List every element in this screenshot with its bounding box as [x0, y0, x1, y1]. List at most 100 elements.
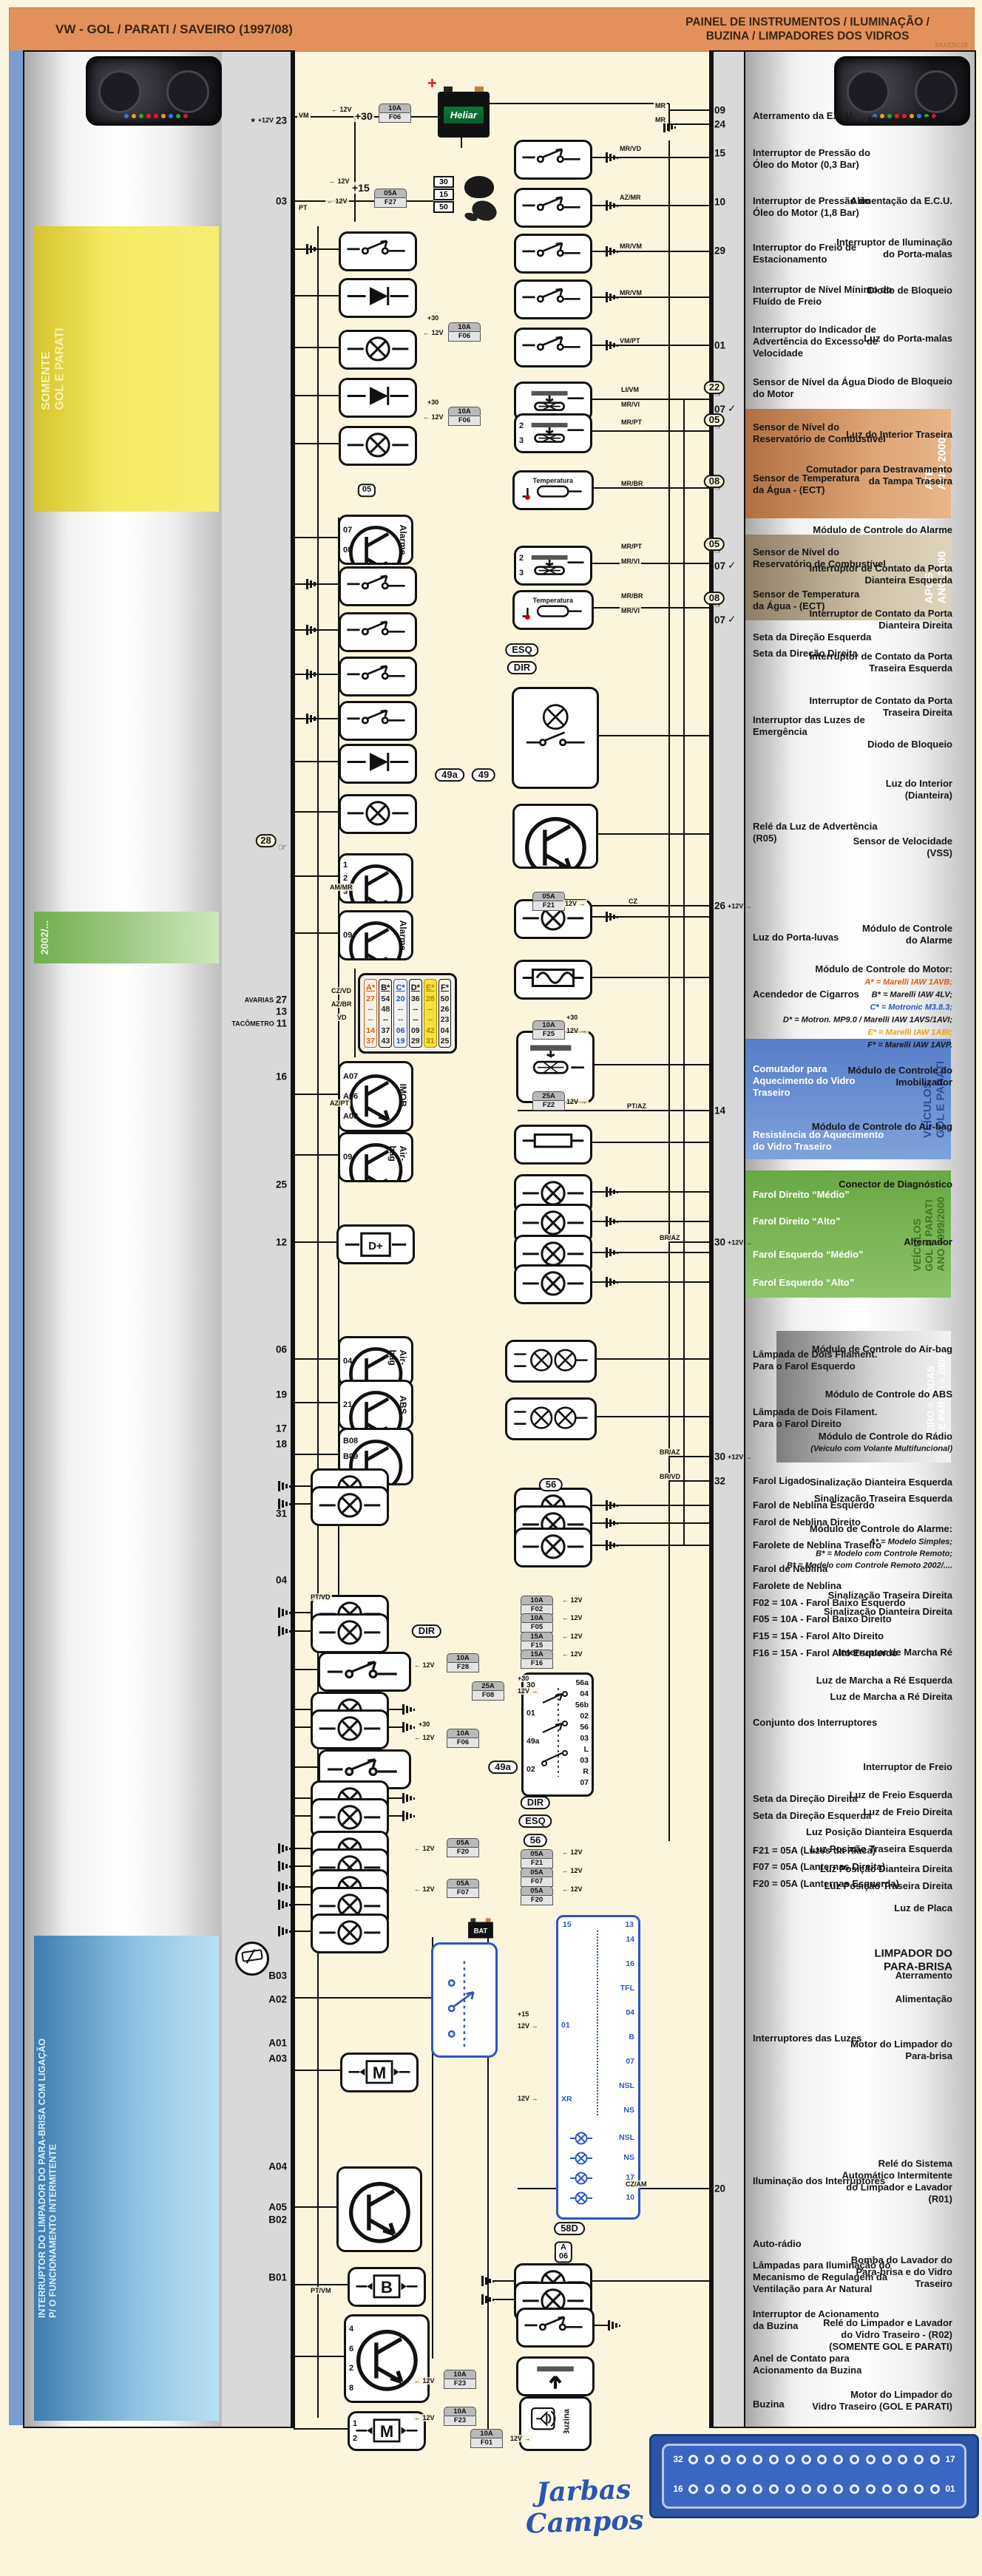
- instrument-cluster-image-right: [834, 56, 970, 126]
- ecu-column-header: E*: [425, 983, 435, 992]
- ground-icon: [606, 152, 618, 163]
- connector-pin-hole: [801, 2484, 811, 2494]
- blue-switch-dash: [597, 1931, 598, 2115]
- wire-code-label: 12V →: [565, 1098, 589, 1105]
- terminal-oval: DIR: [507, 661, 538, 674]
- ecu-pin-cell: --: [413, 1015, 419, 1025]
- wire-code-label: MR/VM: [618, 243, 643, 250]
- right-label-row: Luz do Porta-luvas: [753, 932, 839, 943]
- wire-code-label: PT/VM: [309, 2287, 333, 2294]
- component-lamp: [514, 1264, 592, 1304]
- connector-pin-hole: [929, 2454, 940, 2464]
- ground-icon: [306, 244, 319, 254]
- wire-code-label: +30: [516, 1675, 531, 1682]
- left-label-row: Sinalização Dianteira Direita: [823, 1606, 952, 1618]
- connector-pin-hole: [736, 2454, 747, 2464]
- diode-symbol-icon: [345, 284, 410, 312]
- ecu-column-header: A*: [366, 983, 376, 992]
- module-label: IMOB.: [398, 1083, 408, 1110]
- ground-icon: [606, 200, 618, 211]
- hazard-symbol-icon: [519, 699, 592, 777]
- component-defsw: [516, 1031, 595, 1103]
- right-label-row: Lâmpada de Dois Filament. Para o Farol E…: [753, 1349, 878, 1372]
- light-switch-pin: 30: [526, 1681, 535, 1689]
- left-label-row: Interruptor de Contato da Porta Traseira…: [809, 651, 952, 674]
- blue-switch-pin: 07: [626, 2057, 634, 2066]
- ground-icon: [606, 1500, 618, 1511]
- component-switch: [339, 701, 417, 741]
- right-label-row: F16 = 15A - Farol Alto Esquerdo: [753, 1647, 898, 1659]
- right-label-row: Interruptor de Pressão do Óleo do Motor …: [753, 195, 870, 218]
- pin-number: 31: [87, 1508, 287, 1519]
- ground-icon: [402, 1793, 415, 1803]
- blue-switch-lamp-icon: [569, 2152, 601, 2167]
- pin-value: 15: [714, 147, 726, 159]
- connector-pin-hole: [801, 2454, 811, 2464]
- ground-icon: [606, 340, 618, 350]
- ground-icon: [481, 2294, 494, 2305]
- connector-pin-hole: [720, 2484, 731, 2494]
- relay-symbol-icon: [520, 812, 592, 867]
- connector-pin-hole: [768, 2454, 779, 2464]
- left-label-row: Motor do Limpador do Para-brisa: [850, 2038, 952, 2061]
- pin-number: 15: [714, 148, 725, 159]
- left-label-row: Comutador para Destravamento da Tampa Tr…: [806, 464, 952, 487]
- light-switch-pin: 56a: [575, 1678, 589, 1687]
- component-switch: [339, 612, 417, 652]
- connector-pin-hole: [688, 2454, 698, 2464]
- blue-switch-pin: 15: [563, 1920, 572, 1929]
- svg-text:Temperatura: Temperatura: [533, 477, 575, 484]
- connector-pin-hole: [753, 2454, 763, 2464]
- left-label-row: Módulo de Controle do Alarme:: [809, 1523, 952, 1535]
- component-switch: [516, 2308, 595, 2348]
- pin-number: 03: [87, 196, 287, 207]
- right-label-row: F20 = 05A (Lanternas Esquerda): [753, 1878, 899, 1890]
- lamp-symbol-icon: [317, 1804, 382, 1832]
- fuse-id: F06: [448, 416, 481, 426]
- motor-symbol-icon: M: [347, 2058, 412, 2087]
- svg-text:Buzina: Buzina: [562, 2408, 571, 2433]
- right-label-row: Sensor de Temperatura da Água - (ECT): [753, 589, 860, 611]
- pin-value: 01: [714, 339, 726, 351]
- ecu-pin-cell: 27: [366, 994, 375, 1003]
- left-blue-strip: [9, 50, 23, 2425]
- component-lamp: [311, 1613, 389, 1653]
- lamp-symbol-icon: [345, 432, 410, 460]
- ecu-pin-cell: --: [368, 1005, 373, 1014]
- fuse-amps: 15A: [521, 1632, 553, 1642]
- pin-number: A05: [87, 2202, 287, 2213]
- ground-icon: [608, 2320, 620, 2331]
- ground-icon: [606, 1216, 618, 1227]
- pin-number: 24: [714, 119, 725, 130]
- ground-icon: [278, 1607, 291, 1618]
- left-label-row: Luz de Freio Esquerda: [849, 1789, 952, 1801]
- pin-number: A04: [87, 2161, 287, 2172]
- right-label-row: Conjunto dos Interruptores: [753, 1717, 878, 1729]
- pin-value: 05: [703, 538, 725, 552]
- fuse-id: F25: [532, 1030, 565, 1040]
- wire-code-label: AM/MR: [328, 884, 354, 891]
- ground-icon: [306, 669, 319, 679]
- right-label-row: Sensor de Nível do Reservatório de Combu…: [753, 546, 886, 569]
- light-switch-pin: 07: [580, 1778, 589, 1787]
- switch-symbol-icon: [521, 194, 586, 222]
- ground-icon: [606, 1540, 618, 1550]
- pin-number: 16: [87, 1071, 287, 1082]
- pin-number: ☞08: [703, 592, 725, 611]
- fuse-amps: 05A: [447, 1838, 479, 1848]
- group-block: VEÍCULOS GOL E PARATI: [745, 1039, 951, 1159]
- lamp-symbol-icon: [317, 1492, 382, 1520]
- lamp-symbol-icon: [317, 1715, 382, 1743]
- switch-symbol-icon: [345, 572, 410, 600]
- component-bluesw: [431, 1942, 498, 2058]
